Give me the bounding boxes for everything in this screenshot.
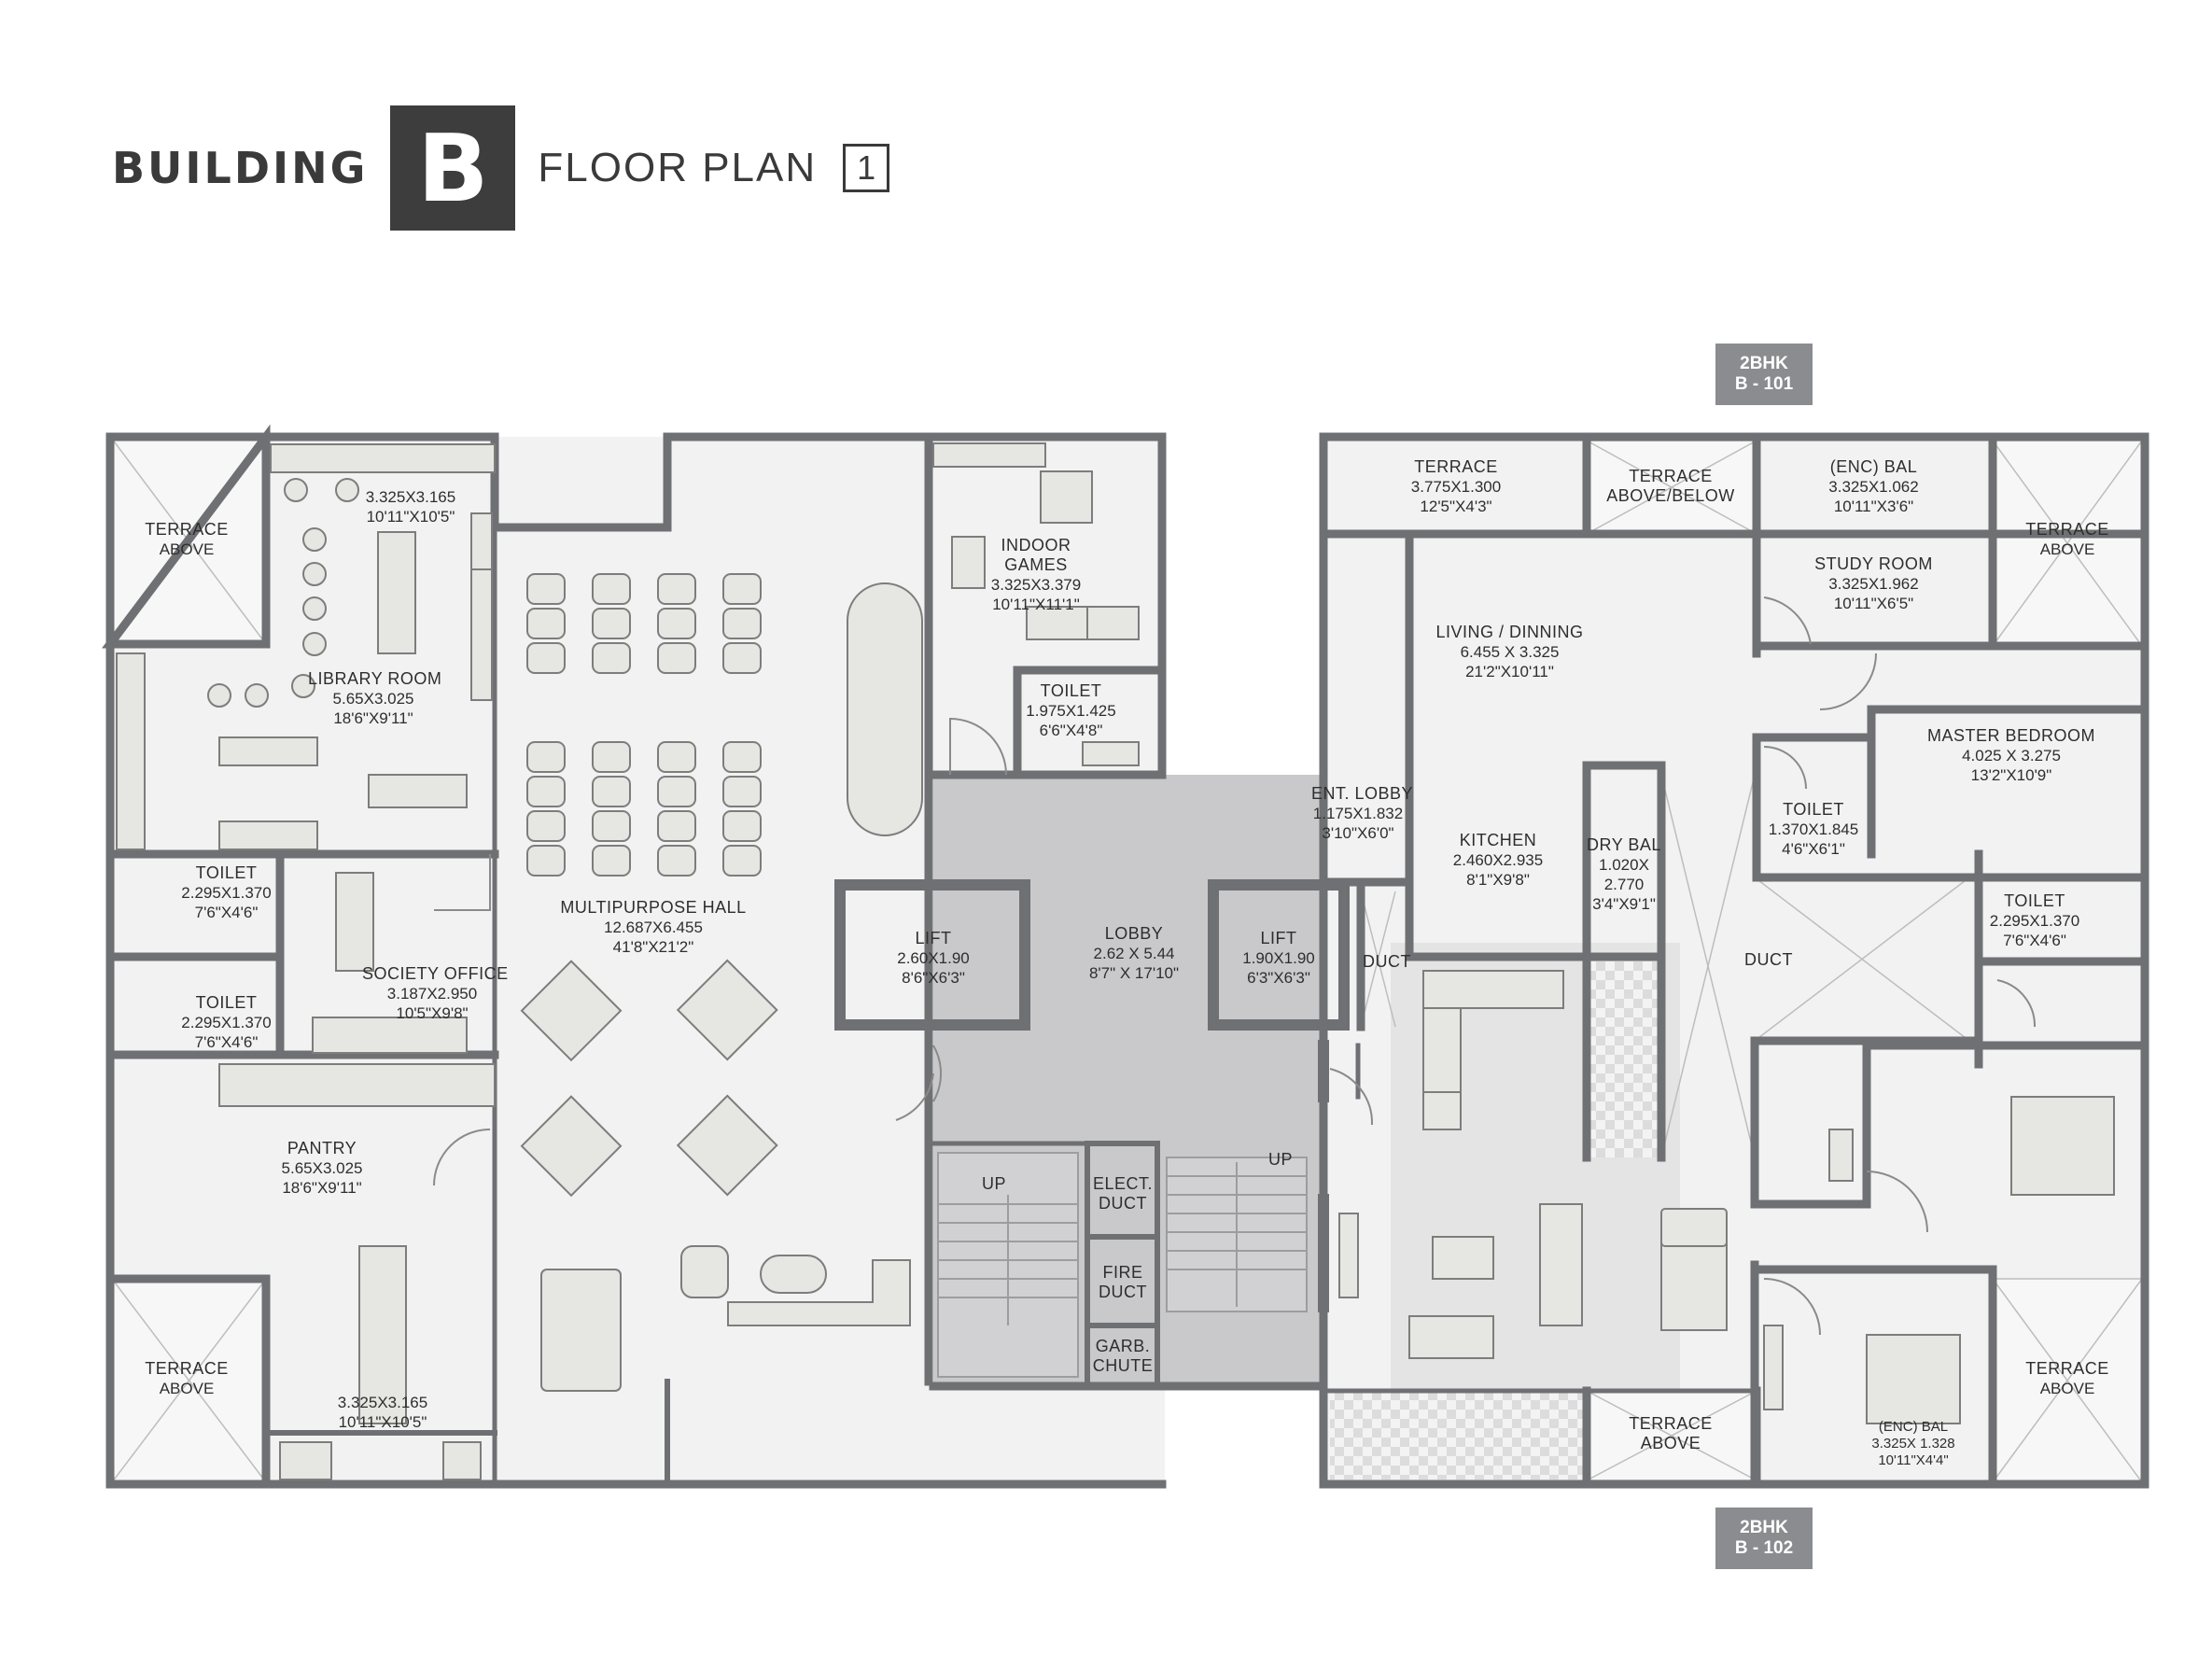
room-garb-chute: GARB.CHUTE (1092, 1337, 1154, 1375)
building-letter-box: B (390, 105, 516, 231)
unit-tag-b102: 2BHK B - 102 (1715, 1508, 1813, 1569)
unit-number: B - 101 (1734, 374, 1794, 394)
floor-number-box: 1 (843, 144, 890, 192)
unit-type: 2BHK (1740, 354, 1788, 373)
terrace-floor-101 (1330, 1391, 1591, 1480)
doors (433, 596, 2037, 1336)
stair-up-label: UP (1267, 1150, 1293, 1169)
hall-chairs (207, 470, 1728, 1247)
dry-bal-floor (1587, 961, 1661, 1157)
room-duct-large: DUCT (1744, 950, 1793, 969)
plan-header: BUILDING B FLOOR PLAN 1 (112, 103, 890, 233)
floor-plan-label: FLOOR PLAN (538, 145, 818, 190)
furniture (116, 442, 2115, 1480)
unit-number: B - 102 (1734, 1538, 1794, 1558)
walls (101, 424, 2149, 1489)
stairs (937, 1152, 1308, 1378)
stair-up-label: UP (981, 1174, 1006, 1193)
room-elect-duct: ELECT.DUCT (1092, 1174, 1154, 1213)
building-label: BUILDING (112, 143, 369, 193)
unit-tag-b101: 2BHK B - 101 (1715, 344, 1813, 405)
room-duct-small: DUCT (1363, 952, 1411, 971)
terrace-crosses (111, 438, 2143, 1483)
unit-type: 2BHK (1740, 1518, 1788, 1537)
